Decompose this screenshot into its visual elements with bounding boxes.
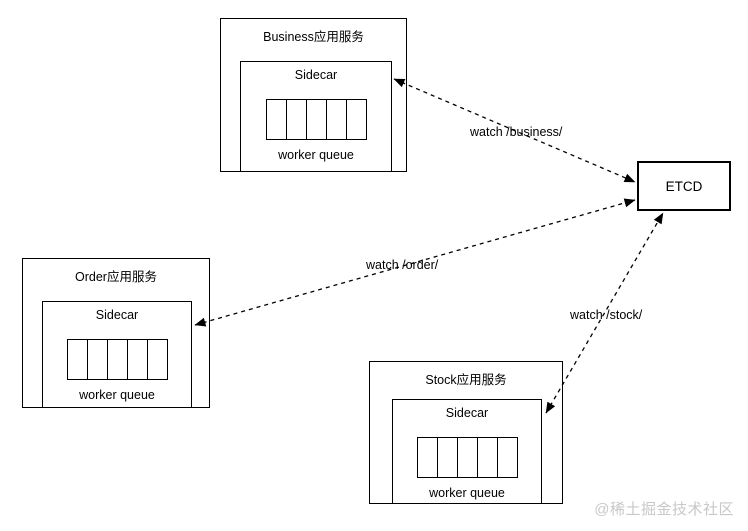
queue-cell (128, 340, 148, 379)
worker-queue-stock (416, 437, 518, 478)
worker-queue-business (265, 99, 367, 140)
queue-cell (287, 100, 307, 139)
sidecar-label-business: Sidecar (294, 68, 338, 82)
queue-cell (267, 100, 287, 139)
queue-cell (498, 438, 517, 477)
sidecar-box-business: Sidecar worker queue (240, 61, 392, 172)
watermark-text: @稀土掘金技术社区 (594, 501, 734, 518)
sidecar-label-stock: Sidecar (445, 406, 489, 420)
etcd-label: ETCD (665, 178, 703, 194)
edge-label-stock: watch /stock/ (569, 308, 643, 322)
queue-cell (347, 100, 366, 139)
queue-cell (68, 340, 88, 379)
edge-business-etcd (393, 78, 636, 183)
sidecar-box-stock: Sidecar worker queue (392, 399, 542, 504)
service-title-business: Business应用服务 (263, 30, 364, 44)
edge-order-etcd (194, 198, 636, 327)
etcd-box: ETCD (637, 161, 731, 211)
service-title-order: Order应用服务 (75, 270, 157, 284)
queue-cell (307, 100, 327, 139)
queue-cell (108, 340, 128, 379)
queue-cell (148, 340, 167, 379)
queue-cell (438, 438, 458, 477)
sidecar-box-order: Sidecar worker queue (42, 301, 192, 408)
worker-queue-label-business: worker queue (278, 148, 354, 162)
queue-cell (88, 340, 108, 379)
edge-label-order: watch /order/ (365, 258, 439, 272)
edge-stock-etcd (545, 212, 664, 414)
queue-cell (478, 438, 498, 477)
service-box-order: Order应用服务 Sidecar worker queue (22, 258, 210, 408)
queue-cell (327, 100, 347, 139)
worker-queue-label-stock: worker queue (429, 486, 505, 500)
edge-label-business: watch /business/ (469, 125, 563, 139)
service-title-stock: Stock应用服务 (425, 373, 507, 387)
sidecar-label-order: Sidecar (95, 308, 139, 322)
service-box-stock: Stock应用服务 Sidecar worker queue (369, 361, 563, 504)
queue-cell (418, 438, 438, 477)
queue-cell (458, 438, 478, 477)
worker-queue-label-order: worker queue (79, 388, 155, 402)
worker-queue-order (66, 339, 168, 380)
service-box-business: Business应用服务 Sidecar worker queue (220, 18, 407, 172)
